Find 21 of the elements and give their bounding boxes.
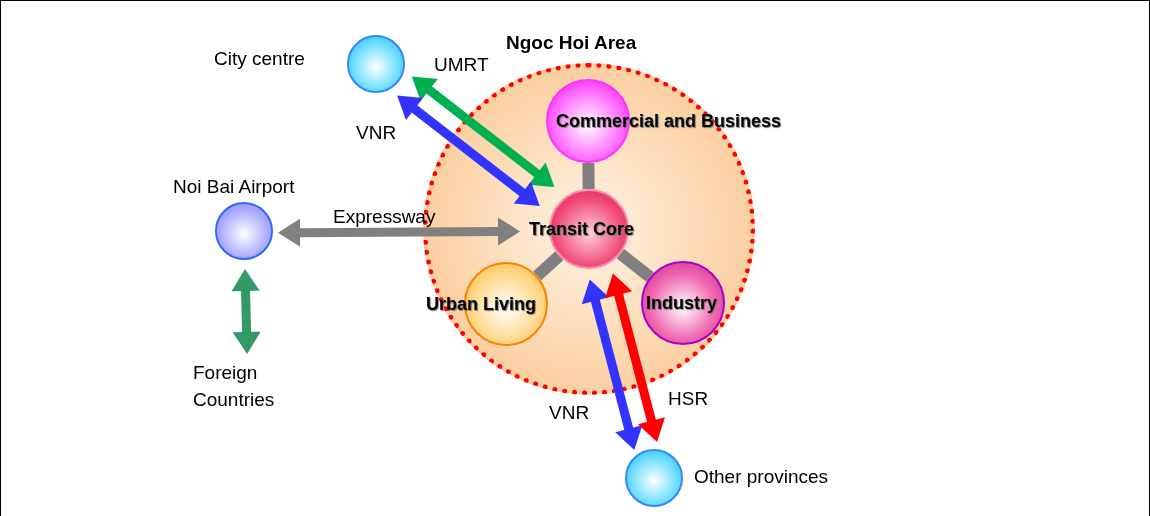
- node-label: Industry: [646, 291, 717, 315]
- place-caption: City centre: [214, 47, 305, 71]
- double-arrow: [397, 95, 540, 207]
- place-label: Foreign Countries: [193, 359, 303, 413]
- double-arrow: [411, 76, 555, 188]
- double-arrow: [605, 273, 665, 443]
- edge-label: HSR: [668, 387, 709, 411]
- connector-line: [616, 249, 654, 282]
- double-arrow: [231, 269, 261, 354]
- edge-label: VNR: [549, 401, 590, 425]
- area-heading: Ngoc Hoi Area: [506, 31, 637, 55]
- edge-label: UMRT: [434, 53, 489, 77]
- double-arrow: [581, 279, 643, 451]
- double-arrow: [278, 217, 520, 247]
- edge-label: VNR: [356, 121, 397, 145]
- node-label: Transit Core: [529, 217, 635, 241]
- place-caption: Noi Bai Airport: [173, 175, 295, 199]
- connector-line: [582, 162, 595, 190]
- edge-label: Expressway: [333, 205, 436, 229]
- place-caption: Other provinces: [694, 465, 829, 489]
- connector-line: [533, 251, 564, 281]
